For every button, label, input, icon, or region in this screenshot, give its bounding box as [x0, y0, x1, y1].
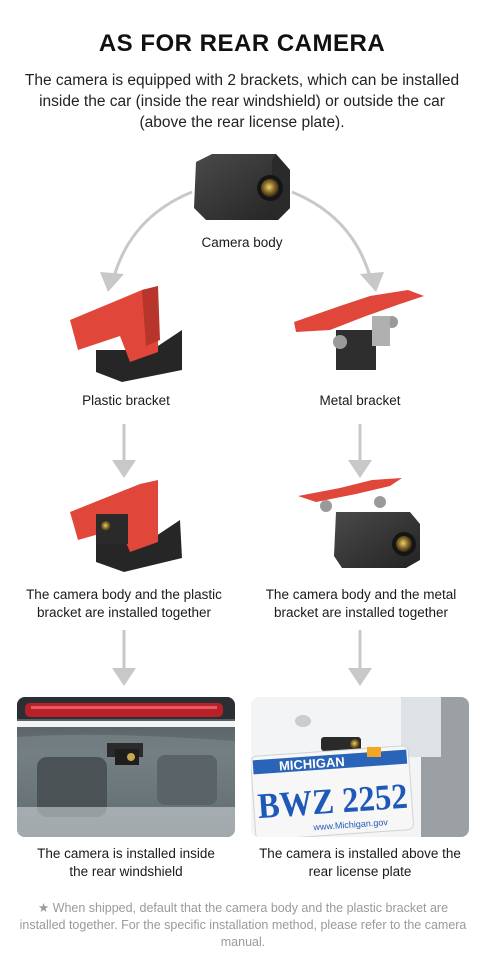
plastic-assembled-image [70, 480, 182, 572]
label-plastic-bracket: Plastic bracket [82, 393, 170, 408]
arrow-down-1-left [112, 460, 136, 478]
arrow-down-2-left [112, 668, 136, 686]
footnote: ★ When shipped, default that the camera … [19, 901, 467, 949]
page-title: AS FOR REAR CAMERA [98, 30, 386, 57]
label-camera-body: Camera body [201, 235, 283, 250]
camera-body-image [194, 154, 290, 220]
arrow-left-curve [110, 190, 193, 285]
plastic-bracket-image [70, 286, 182, 382]
arrow-down-2-right [348, 668, 372, 686]
arrow-down-1-right [348, 460, 372, 478]
arrow-right-curve [291, 190, 374, 285]
photo-above-license-plate: MICHIGAN BWZ 2252 www.Michigan.gov [251, 697, 469, 837]
label-installed-inside: The camera is installed inside the rear … [37, 846, 215, 879]
label-plastic-assembled: The camera body and the plastic bracket … [26, 587, 222, 620]
plate-state: MICHIGAN [279, 754, 346, 774]
metal-bracket-image [294, 290, 424, 370]
label-metal-bracket: Metal bracket [319, 393, 401, 408]
label-metal-assembled: The camera body and the metal bracket ar… [265, 587, 457, 620]
photo-inside-windshield [17, 697, 235, 837]
arrow-left-head [100, 272, 124, 292]
metal-assembled-image [298, 478, 420, 568]
page-subtitle: The camera is equipped with 2 brackets, … [24, 72, 460, 131]
arrow-right-head [360, 272, 384, 292]
label-installed-above: The camera is installed above the rear l… [259, 846, 461, 879]
